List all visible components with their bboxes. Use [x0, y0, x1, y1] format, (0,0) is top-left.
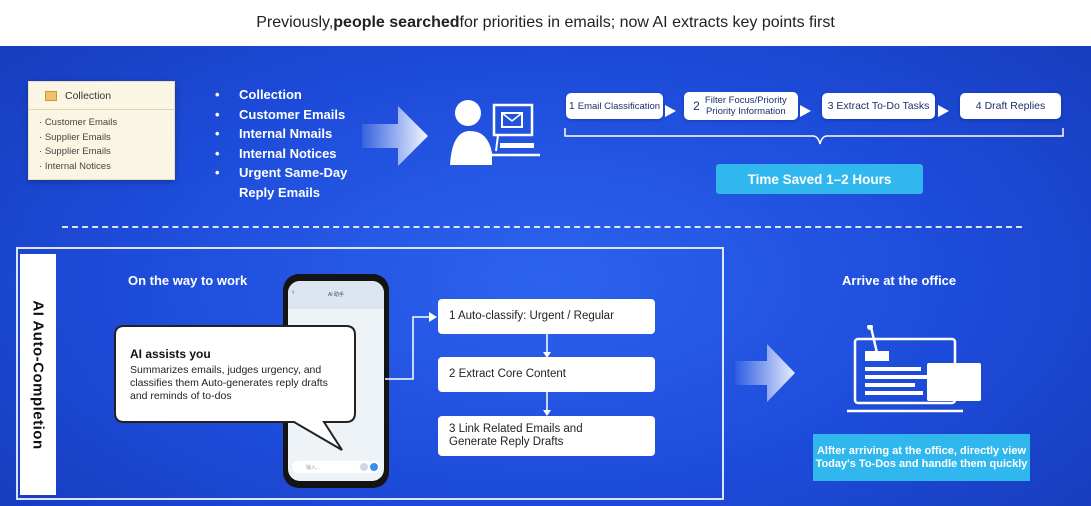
person-at-computer-icon — [450, 100, 540, 165]
collection-item: Internal Notices — [39, 160, 174, 175]
step-label: Extract To-Do Tasks — [836, 99, 930, 112]
section-divider — [62, 226, 1022, 228]
step-label: Email Classification — [577, 100, 661, 112]
flow-connectors — [385, 312, 551, 416]
speech-bubble — [114, 325, 356, 451]
back-icon: ‹ — [292, 289, 295, 296]
folder-icon — [45, 90, 57, 101]
bubble-text: Summarizes emails, judges urgency, and c… — [130, 364, 328, 402]
step-email-classification: 1 Email Classification — [566, 93, 663, 119]
banner-suffix: for priorities in emails; now AI extract… — [459, 14, 835, 31]
email-type-item: Internal Notices — [215, 144, 365, 164]
step-label: Draft Replies — [984, 99, 1046, 112]
time-saved-badge: Time Saved 1–2 Hours — [716, 164, 923, 194]
flow-step-extract-core: 2 Extract Core Content — [438, 357, 655, 392]
step-number: 1 — [568, 99, 575, 112]
auto-completion-frame — [16, 247, 724, 500]
flow-step-link-related: 3 Link Related Emails and Generate Reply… — [438, 416, 655, 456]
collection-item: Customer Emails — [39, 116, 174, 131]
arrive-description: Alfter arriving at the office, directly … — [813, 434, 1030, 481]
phone-title: AI 助手 — [327, 292, 345, 298]
phone-header: ‹ AI 助手 — [288, 281, 384, 309]
email-type-item: Customer Emails — [215, 105, 365, 125]
step-number: 4 — [975, 99, 982, 112]
collection-header: Collection — [29, 82, 174, 110]
email-type-item: Urgent Same-Day Reply Emails — [215, 163, 365, 202]
collection-list: Customer Emails Supplier Emails Supplier… — [29, 110, 174, 174]
email-type-item: Collection — [215, 85, 365, 105]
phone-input-placeholder: 输入... — [306, 464, 321, 471]
mic-icon — [360, 463, 368, 471]
step-filter-priority: 2 Filter Focus/Priority Priority Informa… — [684, 92, 798, 120]
on-the-way-heading: On the way to work — [128, 273, 248, 288]
side-label: AI Auto-Completion — [29, 299, 47, 450]
step-connectors — [564, 105, 1064, 145]
step-draft-replies: 4 Draft Replies — [960, 93, 1061, 119]
collection-card: Collection Customer Emails Supplier Emai… — [28, 81, 175, 180]
email-type-list: Collection Customer Emails Internal Nmai… — [215, 85, 365, 202]
step-extract-todo: 3 Extract To-Do Tasks — [822, 93, 935, 119]
collection-item: Supplier Emails — [39, 145, 174, 160]
step-label: Filter Focus/Priority Priority Informati… — [704, 95, 787, 117]
step-number: 2 — [693, 98, 700, 113]
right-arrow-icon — [362, 106, 428, 166]
phone-input: 输入... — [292, 461, 380, 473]
banner-prefix: Previously, — [256, 14, 334, 31]
side-label-box: AI Auto-Completion — [20, 254, 56, 495]
collection-title: Collection — [65, 89, 112, 102]
arrive-heading: Arrive at the office — [842, 273, 957, 288]
banner-bold: people searched — [333, 14, 460, 31]
laptop-dashboard-icon — [847, 325, 981, 413]
collection-item: Supplier Emails — [39, 131, 174, 146]
right-arrow-icon — [735, 344, 795, 402]
bubble-title: AI assists you — [130, 347, 211, 361]
top-banner: Previously, people searched for prioriti… — [0, 0, 1091, 46]
step-number: 3 — [827, 99, 834, 112]
email-type-item: Internal Nmails — [215, 124, 365, 144]
flow-step-auto-classify: 1 Auto-classify: Urgent / Regular — [438, 299, 655, 334]
send-icon — [370, 463, 378, 471]
